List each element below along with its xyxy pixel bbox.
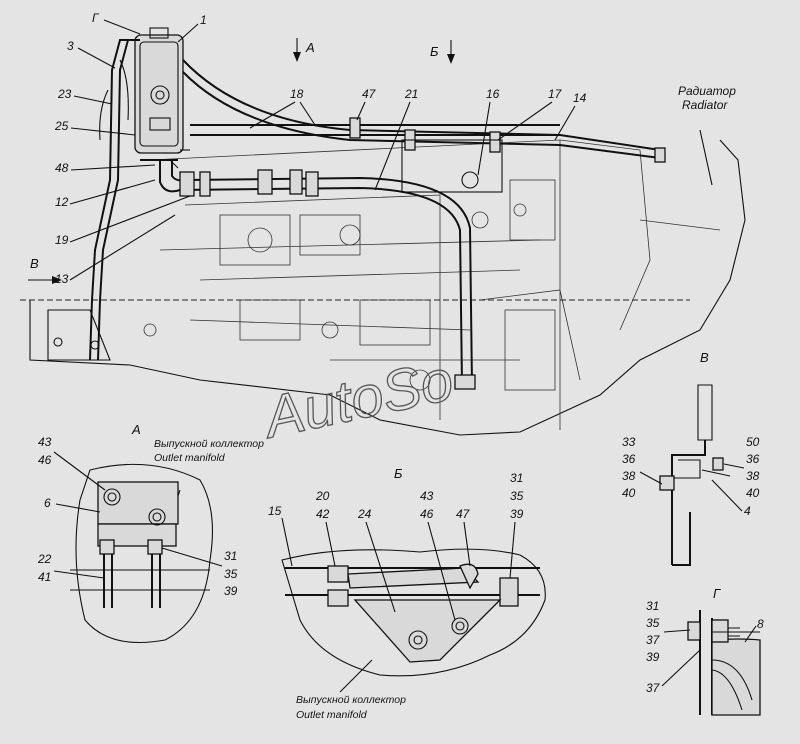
svg-text:8: 8 — [757, 617, 764, 631]
view-a-detail: А Выпускной коллектор Outlet manifold — [70, 422, 264, 643]
view-g-detail: Г — [687, 586, 761, 716]
svg-text:47: 47 — [362, 87, 377, 101]
svg-text:Б: Б — [394, 466, 403, 481]
svg-text:15: 15 — [268, 504, 282, 518]
svg-text:38: 38 — [746, 469, 760, 483]
svg-text:47: 47 — [456, 507, 471, 521]
svg-text:31: 31 — [224, 549, 237, 563]
svg-text:17: 17 — [548, 87, 563, 101]
svg-text:Outlet manifold: Outlet manifold — [154, 452, 226, 464]
svg-text:43: 43 — [420, 489, 434, 503]
main-callouts: Г 1 3 23 25 48 12 19 13 18 47 21 16 17 1… — [54, 11, 587, 286]
svg-text:43: 43 — [38, 435, 52, 449]
svg-text:А: А — [131, 422, 141, 437]
svg-text:Выпускной коллектор: Выпускной коллектор — [296, 694, 406, 706]
svg-text:1: 1 — [200, 13, 207, 27]
view-v-callouts: 33 36 38 40 50 36 38 40 4 — [622, 435, 760, 518]
watermark: AutoSo — [256, 347, 459, 451]
svg-text:16: 16 — [486, 87, 500, 101]
view-b-detail: Б Выпускной коллектор Outlet manifold — [281, 466, 546, 721]
svg-text:48: 48 — [55, 161, 69, 175]
view-arrow-b: Б — [430, 40, 455, 64]
svg-text:46: 46 — [420, 507, 434, 521]
svg-text:21: 21 — [404, 87, 418, 101]
svg-text:12: 12 — [55, 195, 69, 209]
radiator-label: Радиатор Radiator — [678, 84, 736, 186]
svg-text:20: 20 — [315, 489, 330, 503]
svg-text:50: 50 — [746, 435, 760, 449]
svg-text:14: 14 — [573, 91, 587, 105]
svg-text:37: 37 — [646, 681, 661, 695]
svg-text:41: 41 — [38, 570, 51, 584]
svg-text:18: 18 — [290, 87, 304, 101]
view-arrow-v: В — [28, 256, 62, 284]
svg-text:35: 35 — [646, 616, 660, 630]
svg-text:35: 35 — [510, 489, 524, 503]
engine-block-outline — [29, 139, 746, 436]
coolant-pipes — [89, 39, 666, 390]
svg-text:Radiator: Radiator — [682, 98, 728, 112]
svg-text:6: 6 — [44, 496, 51, 510]
svg-text:4: 4 — [744, 504, 751, 518]
view-b-callouts: 15 20 42 24 43 46 47 31 35 39 — [268, 471, 524, 621]
svg-text:42: 42 — [316, 507, 330, 521]
svg-text:Выпускной коллектор: Выпускной коллектор — [154, 438, 264, 450]
svg-text:Радиатор: Радиатор — [678, 84, 736, 98]
svg-text:37: 37 — [646, 633, 661, 647]
svg-text:36: 36 — [622, 452, 636, 466]
svg-text:39: 39 — [510, 507, 524, 521]
view-g-callouts: 31 35 37 39 8 37 — [646, 599, 764, 695]
svg-text:31: 31 — [510, 471, 523, 485]
svg-text:39: 39 — [224, 584, 238, 598]
svg-text:46: 46 — [38, 453, 52, 467]
svg-text:35: 35 — [224, 567, 238, 581]
svg-text:31: 31 — [646, 599, 659, 613]
view-arrow-a: А — [293, 38, 315, 62]
svg-text:В: В — [30, 256, 39, 271]
svg-text:24: 24 — [357, 507, 372, 521]
view-a-callouts: 43 46 6 22 41 31 35 39 — [37, 435, 238, 598]
svg-text:А: А — [305, 40, 315, 55]
svg-text:22: 22 — [37, 552, 52, 566]
svg-text:13: 13 — [55, 272, 69, 286]
svg-text:3: 3 — [67, 39, 74, 53]
svg-text:Б: Б — [430, 44, 439, 59]
svg-text:36: 36 — [746, 452, 760, 466]
svg-text:39: 39 — [646, 650, 660, 664]
svg-text:40: 40 — [622, 486, 636, 500]
svg-text:Г: Г — [713, 586, 721, 601]
svg-text:25: 25 — [54, 119, 69, 133]
svg-text:Г: Г — [92, 11, 100, 25]
view-v-detail: В — [659, 350, 731, 566]
svg-text:23: 23 — [57, 87, 72, 101]
lower-bracket — [47, 309, 111, 361]
svg-text:В: В — [700, 350, 709, 365]
svg-text:33: 33 — [622, 435, 636, 449]
svg-text:Outlet manifold: Outlet manifold — [296, 709, 368, 721]
svg-text:19: 19 — [55, 233, 69, 247]
svg-text:40: 40 — [746, 486, 760, 500]
svg-text:38: 38 — [622, 469, 636, 483]
expansion-tank — [134, 27, 184, 161]
